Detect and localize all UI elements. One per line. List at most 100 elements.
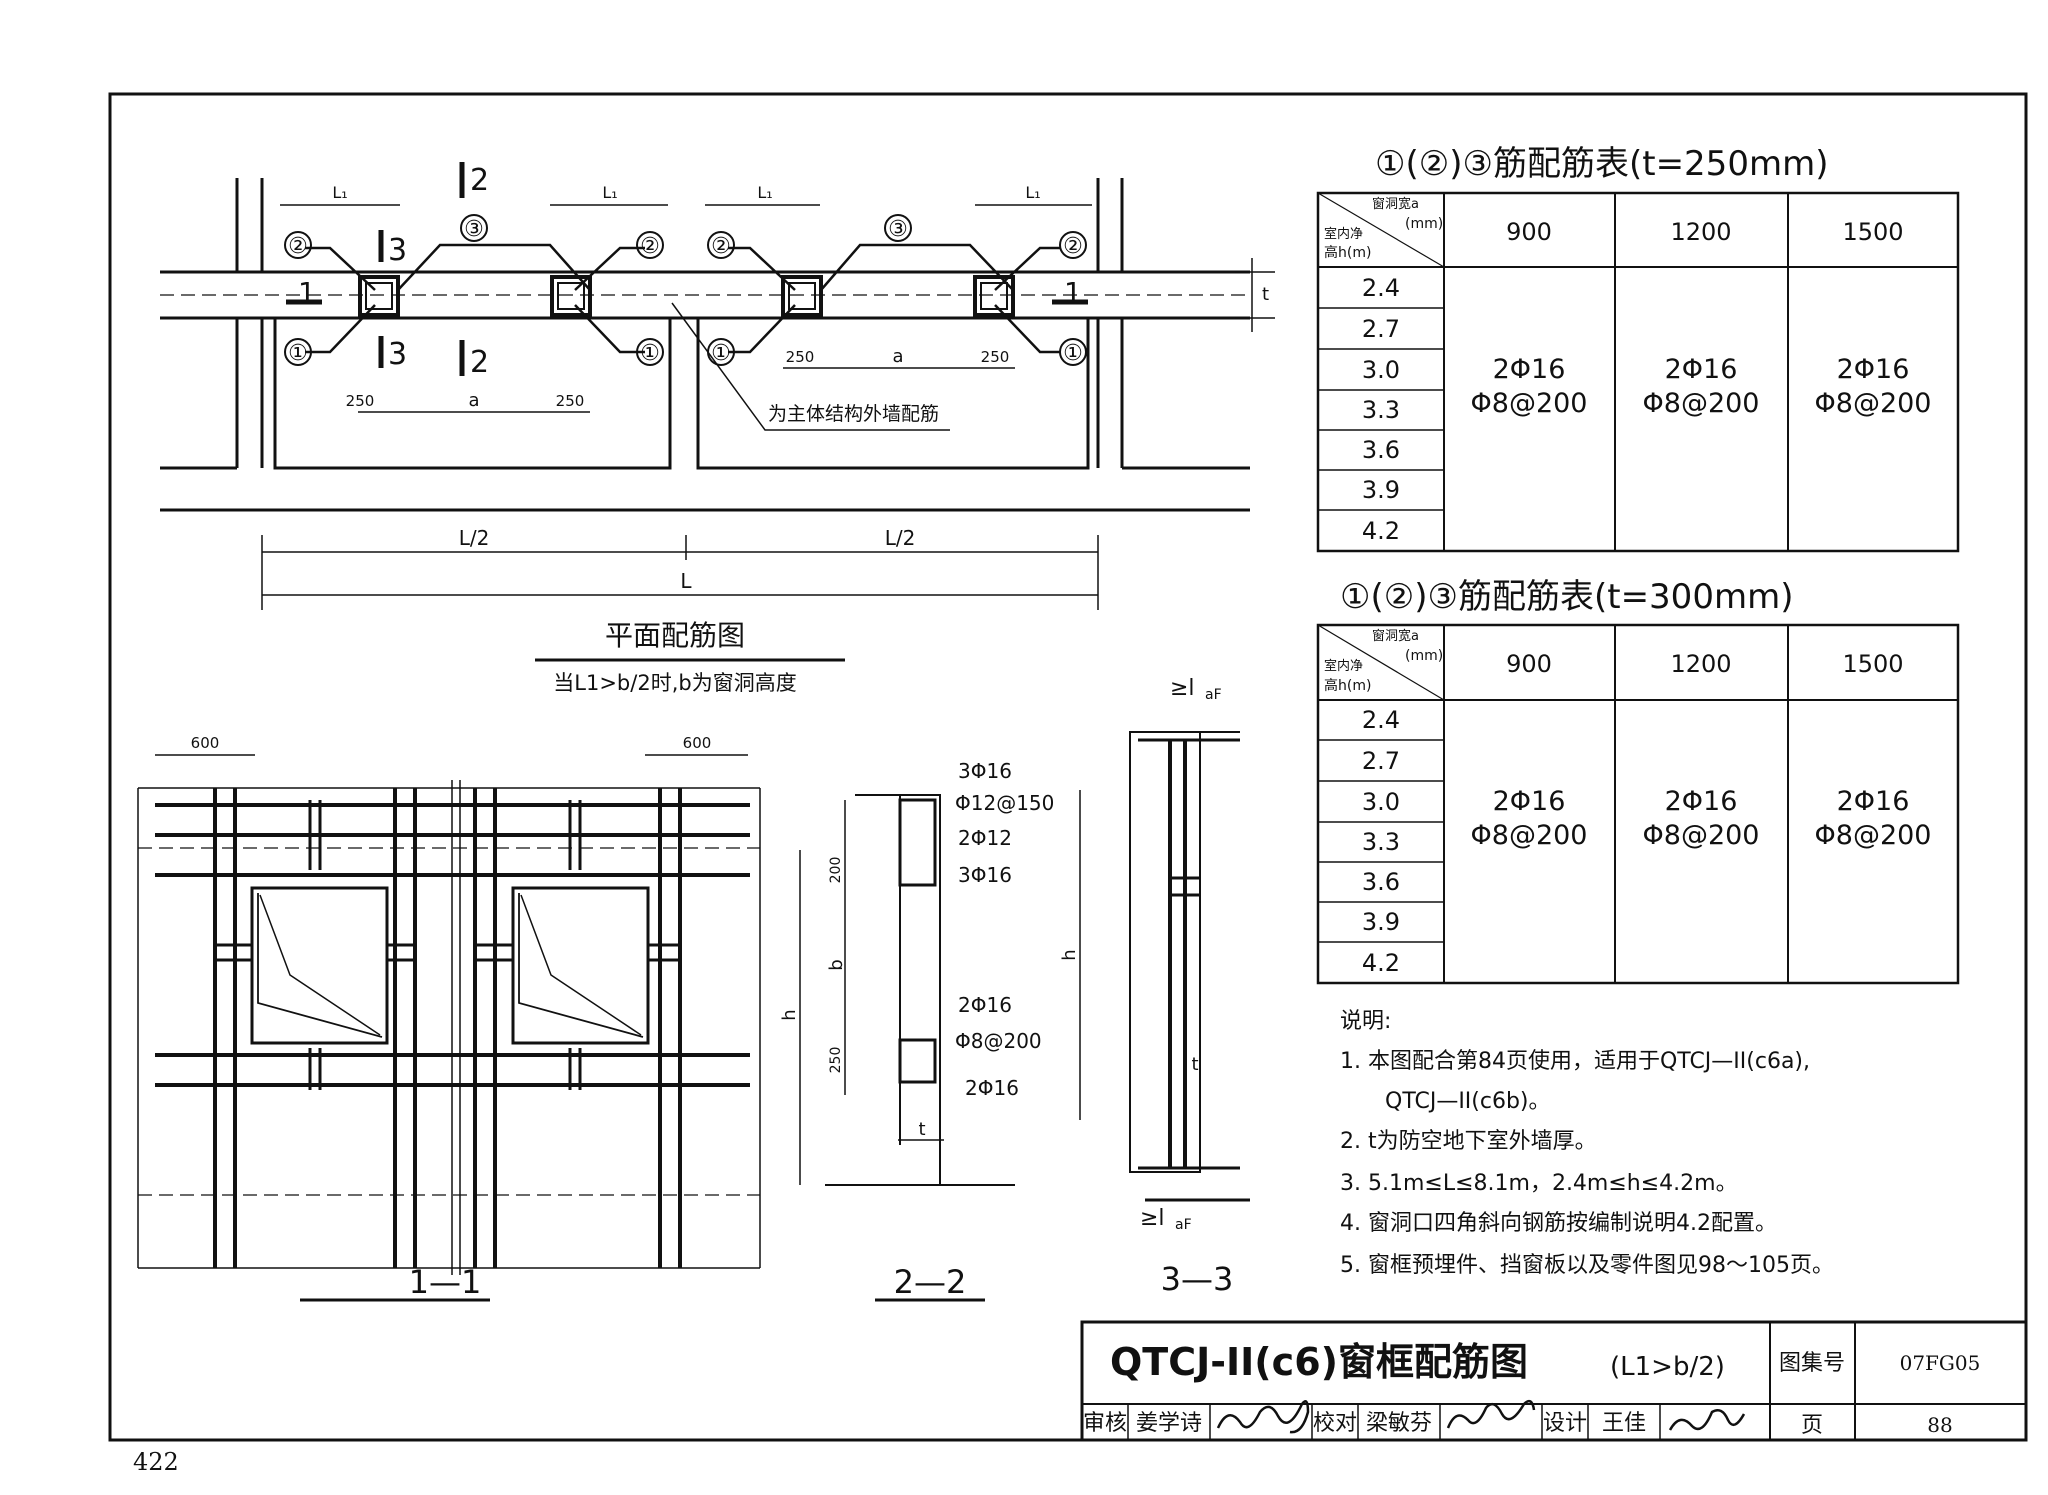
bar-mark-1: ①	[711, 341, 731, 366]
plan-t-label: t	[1262, 284, 1269, 305]
rebar-label: Φ12@150	[955, 791, 1054, 815]
plan-L-label: L	[680, 569, 692, 593]
dim-t: t	[918, 1119, 925, 1140]
table-cell-line2: Φ8@200	[1643, 820, 1760, 851]
checker-signature	[1446, 1399, 1536, 1429]
table-title: ①(②)③筋配筋表(t=300mm)	[1340, 577, 1793, 617]
table-row-header: 2.4	[1362, 274, 1400, 302]
bar-mark-2: ②	[288, 234, 308, 259]
table-row-header: 3.0	[1362, 788, 1400, 816]
section-1-1-title: 1—1	[409, 1263, 482, 1301]
table-row-header: 2.7	[1362, 315, 1400, 343]
rebar-label: 3Φ16	[958, 759, 1012, 783]
sheet-border	[108, 92, 2028, 1442]
table-corner-unit: (mm)	[1405, 648, 1443, 664]
table-col-header: 900	[1506, 650, 1552, 678]
dim-250: 250	[828, 1047, 844, 1074]
dim-600: 600	[191, 734, 220, 752]
note-item: 2. t为防空地下室外墙厚。	[1340, 1129, 1597, 1154]
title-block: QTCJ-II(c6)窗框配筋图 (L1>b/2) 图集号 07FG05 审核 …	[1080, 1320, 2028, 1442]
table-cell-line2: Φ8@200	[1471, 820, 1588, 851]
anchorage-length-label: ≥l	[1170, 676, 1195, 701]
reviewer-signature	[1216, 1400, 1310, 1434]
plan-exterior-wall-note: 为主体结构外墙配筋	[768, 403, 939, 425]
dim-h: h	[779, 1009, 800, 1020]
table-row-header: 3.9	[1362, 476, 1400, 504]
sheet-page-number: 88	[1927, 1413, 1952, 1437]
table-corner-left2: 高h(m)	[1324, 244, 1371, 261]
note-item: 1. 本图配合第84页使用，适用于QTCJ—II(c6a),	[1340, 1049, 1810, 1074]
bar-mark-1: ①	[288, 341, 308, 366]
table-cell-line2: Φ8@200	[1815, 820, 1932, 851]
section-1-1-labels: 600 600 1—1	[191, 734, 712, 1301]
dim-h: h	[1059, 949, 1080, 960]
table-row-header: 4.2	[1362, 517, 1400, 545]
table-cell-line1: 2Φ16	[1493, 786, 1566, 817]
page-label: 页	[1801, 1413, 1823, 1438]
rebar-label: 2Φ16	[958, 993, 1012, 1017]
plan-dim-a: a	[468, 390, 479, 411]
table-corner-left2: 高h(m)	[1324, 677, 1371, 694]
plan-dim-a: a	[892, 346, 903, 367]
table-col-header: 1500	[1842, 650, 1903, 678]
table-corner-top: 窗洞宽a	[1372, 628, 1419, 644]
table-title: ①(②)③筋配筋表(t=250mm)	[1375, 144, 1828, 184]
dim-t: t	[1191, 1054, 1198, 1075]
designer-signature	[1668, 1409, 1746, 1431]
bar-mark-1: ①	[1063, 341, 1083, 366]
table-cell-line2: Φ8@200	[1471, 388, 1588, 419]
table-cell-line2: Φ8@200	[1643, 388, 1760, 419]
page-number: 422	[133, 1448, 179, 1476]
plan-section-3-label: 3	[388, 337, 407, 372]
anchorage-length-label: ≥l	[1140, 1206, 1165, 1231]
reviewer-name: 姜学诗	[1136, 1411, 1202, 1436]
bar-mark-2: ②	[1063, 234, 1083, 259]
plan-dim-250: 250	[981, 348, 1010, 366]
table-row-header: 3.3	[1362, 396, 1400, 424]
plan-section-3-label: 3	[388, 233, 407, 268]
plan-L-half-label: L/2	[885, 526, 916, 550]
table-col-header: 1200	[1670, 218, 1731, 246]
plan-section-2-label: 2	[470, 345, 489, 380]
anchorage-length-subscript: aF	[1205, 687, 1222, 703]
check-label: 校对	[1313, 1411, 1357, 1436]
table-col-header: 1200	[1670, 650, 1731, 678]
notes: 说明: 1. 本图配合第84页使用，适用于QTCJ—II(c6a), QTCJ—…	[1340, 1009, 1834, 1278]
table-row-header: 4.2	[1362, 949, 1400, 977]
plan-section-1-label: 1	[1064, 276, 1082, 309]
atlas-label: 图集号	[1779, 1351, 1845, 1376]
plan-L1-label: L₁	[757, 183, 772, 202]
rebar-table-t300: ①(②)③筋配筋表(t=300mm) 窗洞宽a (mm) 室内净 高h(m) 9…	[1316, 577, 1960, 985]
plan-dim-250: 250	[346, 392, 375, 410]
plan-drawing	[160, 162, 1275, 610]
plan-L1-label: L₁	[1025, 183, 1040, 202]
rebar-label: 3Φ16	[958, 863, 1012, 887]
table-cell-line1: 2Φ16	[1837, 786, 1910, 817]
table-corner-unit: (mm)	[1405, 216, 1443, 232]
plan-section-2-label: 2	[470, 163, 489, 198]
table-row-header: 3.0	[1362, 356, 1400, 384]
design-label: 设计	[1543, 1411, 1587, 1436]
atlas-number: 07FG05	[1900, 1351, 1981, 1375]
anchorage-length-subscript: aF	[1175, 1217, 1192, 1233]
table-col-header: 900	[1506, 218, 1552, 246]
section-3-3-title: 3—3	[1161, 1260, 1234, 1298]
dim-200: 200	[828, 857, 844, 884]
dim-b: b	[826, 959, 847, 970]
rebar-table-t250: ①(②)③筋配筋表(t=250mm) 窗洞宽a (mm) 室内净 高h(m) 9…	[1316, 144, 1960, 553]
table-cell-line1: 2Φ16	[1493, 354, 1566, 385]
bar-mark-1: ①	[640, 341, 660, 366]
plan-L1-label: L₁	[332, 183, 347, 202]
section-2-2-labels: 3Φ16 Φ12@150 2Φ12 3Φ16 2Φ16 Φ8@200 2Φ16 …	[779, 759, 1054, 1301]
table-corner-left1: 室内净	[1324, 658, 1363, 674]
drawing-title: QTCJ-II(c6)窗框配筋图	[1110, 1340, 1528, 1384]
plan-title: 平面配筋图	[605, 619, 745, 652]
table-row-header: 3.6	[1362, 436, 1400, 464]
note-item: 5. 窗框预埋件、挡窗板以及零件图见98～105页。	[1340, 1253, 1834, 1278]
plan-subtitle: 当L1>b/2时,b为窗洞高度	[553, 671, 796, 695]
section-2-2-title: 2—2	[894, 1263, 967, 1301]
section-3-3-labels: ≥l aF ≥l aF h t 3—3	[1059, 676, 1233, 1298]
designer-name: 王佳	[1602, 1411, 1646, 1436]
table-corner-left1: 室内净	[1324, 226, 1363, 242]
